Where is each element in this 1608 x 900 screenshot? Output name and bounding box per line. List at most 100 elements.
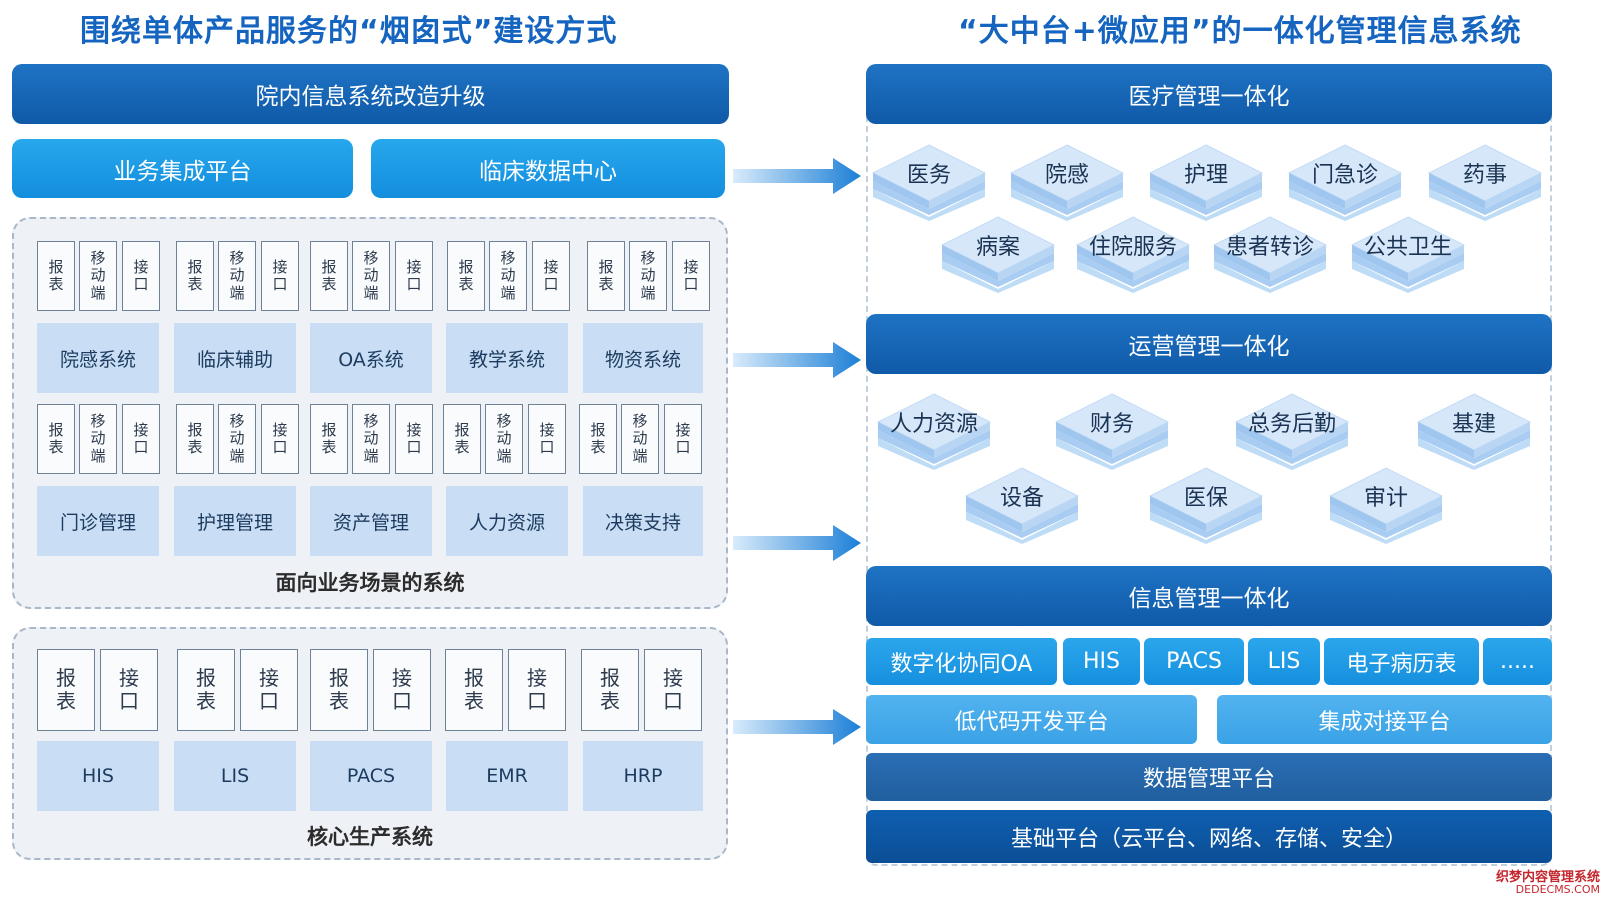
scene-systems-group: 报表移动端接口报表移动端接口报表移动端接口报表移动端接口报表移动端接口 院感系统… xyxy=(12,217,728,609)
mini-label: 接口 xyxy=(663,666,683,713)
clinical-data-center: 临床数据中心 xyxy=(371,139,725,198)
module-label: 人力资源 xyxy=(889,412,978,437)
mini-label: 报表 xyxy=(329,666,349,713)
module-label: 药事 xyxy=(1462,163,1507,188)
mini-label: 接口 xyxy=(133,420,149,456)
mini-interface: 接口 xyxy=(261,404,299,474)
mini-label: 报表 xyxy=(590,420,606,456)
module-label: 门急诊 xyxy=(1311,163,1378,188)
mini-label: 报表 xyxy=(321,257,337,293)
right-title: “大中台+微应用”的一体化管理信息系统 xyxy=(958,14,1522,49)
module-label: 公共卫生 xyxy=(1363,235,1452,260)
mini-interface: 接口 xyxy=(644,649,702,731)
module-plate: 总务后勤 xyxy=(1232,392,1352,470)
right-arrow xyxy=(733,525,863,561)
mini-label: 报表 xyxy=(598,257,614,293)
mini-mobile: 移动端 xyxy=(352,404,390,474)
mini-interface: 接口 xyxy=(100,649,158,731)
arrow-shape xyxy=(733,525,861,561)
system-block: 人力资源 xyxy=(446,486,568,556)
info-app-chip: 数字化协同OA xyxy=(866,638,1057,685)
right-arrow xyxy=(733,342,863,378)
core-system-block: EMR xyxy=(446,741,568,811)
mini-report: 报表 xyxy=(176,241,214,311)
mini-label: 接口 xyxy=(543,257,559,293)
plate-shape xyxy=(871,144,987,221)
core-system-block: PACS xyxy=(310,741,432,811)
mini-label: 接口 xyxy=(259,666,279,713)
mini-label: 报表 xyxy=(187,420,203,456)
left-top-bar: 院内信息系统改造升级 xyxy=(12,64,729,124)
info-app-chip: PACS xyxy=(1144,638,1244,685)
information-header: 信息管理一体化 xyxy=(866,566,1552,626)
arrow-shape xyxy=(733,709,861,745)
scene-systems-label: 面向业务场景的系统 xyxy=(275,571,465,595)
mini-mobile: 移动端 xyxy=(352,241,390,311)
watermark-line2: DEDECMS.COM xyxy=(1515,883,1600,897)
mini-label: 报表 xyxy=(600,666,620,713)
core-system-block: HRP xyxy=(583,741,703,811)
mini-label: 接口 xyxy=(133,257,149,293)
module-plate: 病案 xyxy=(938,215,1058,293)
plate-shape xyxy=(964,467,1080,544)
mini-report: 报表 xyxy=(587,241,625,311)
module-label: 院感 xyxy=(1044,163,1089,188)
mini-mobile: 移动端 xyxy=(489,241,527,311)
system-block: 教学系统 xyxy=(446,323,568,393)
plate-shape xyxy=(1075,216,1191,293)
info-app-chip: 电子病历表 xyxy=(1324,638,1479,685)
module-label: 医务 xyxy=(906,163,951,188)
mini-label: 接口 xyxy=(539,420,555,456)
right-arrow xyxy=(733,158,863,194)
mini-report: 报表 xyxy=(447,241,485,311)
mini-label: 移动端 xyxy=(90,249,106,302)
module-label: 总务后勤 xyxy=(1247,412,1336,437)
mini-mobile: 移动端 xyxy=(79,241,117,311)
mini-report: 报表 xyxy=(310,241,348,311)
right-arrow xyxy=(733,709,863,745)
mini-interface: 接口 xyxy=(373,649,431,731)
mini-label: 移动端 xyxy=(363,249,379,302)
plate-shape xyxy=(1234,393,1350,470)
plate-shape xyxy=(1054,393,1170,470)
mini-label: 接口 xyxy=(272,420,288,456)
watermark-line1: 织梦内容管理系统 xyxy=(1495,869,1600,885)
left-title: 围绕单体产品服务的“烟囱式”建设方式 xyxy=(80,14,618,49)
module-label: 基建 xyxy=(1451,412,1496,437)
plate-shape xyxy=(876,393,992,470)
mini-interface: 接口 xyxy=(395,404,433,474)
business-integration-platform: 业务集成平台 xyxy=(12,139,353,198)
core-system-block: LIS xyxy=(174,741,296,811)
info-app-chip: ..... xyxy=(1483,638,1552,685)
info-app-chip: LIS xyxy=(1248,638,1320,685)
system-block: 临床辅助 xyxy=(174,323,296,393)
module-plate: 院感 xyxy=(1007,143,1127,221)
core-system-block: HIS xyxy=(37,741,159,811)
info-app-chip: HIS xyxy=(1063,638,1140,685)
module-label: 财务 xyxy=(1089,412,1134,437)
system-block: 院感系统 xyxy=(37,323,159,393)
mini-interface: 接口 xyxy=(664,404,702,474)
mini-interface: 接口 xyxy=(395,241,433,311)
module-label: 医保 xyxy=(1183,486,1228,511)
module-label: 住院服务 xyxy=(1088,235,1177,260)
data-management-platform: 数据管理平台 xyxy=(866,753,1552,801)
mini-label: 接口 xyxy=(406,420,422,456)
mini-label: 移动端 xyxy=(632,412,648,465)
integration-platform: 集成对接平台 xyxy=(1217,695,1552,744)
mini-label: 报表 xyxy=(187,257,203,293)
plate-shape xyxy=(1328,467,1444,544)
system-block: 决策支持 xyxy=(583,486,703,556)
mini-label: 报表 xyxy=(458,257,474,293)
mini-label: 移动端 xyxy=(229,412,245,465)
module-plate: 药事 xyxy=(1425,143,1545,221)
mini-interface: 接口 xyxy=(672,241,710,311)
mini-label: 报表 xyxy=(196,666,216,713)
system-block: 物资系统 xyxy=(583,323,703,393)
mini-report: 报表 xyxy=(443,404,481,474)
module-label: 护理 xyxy=(1183,163,1228,188)
mini-label: 移动端 xyxy=(640,249,656,302)
core-systems-label: 核心生产系统 xyxy=(307,825,433,849)
mini-report: 报表 xyxy=(310,649,368,731)
